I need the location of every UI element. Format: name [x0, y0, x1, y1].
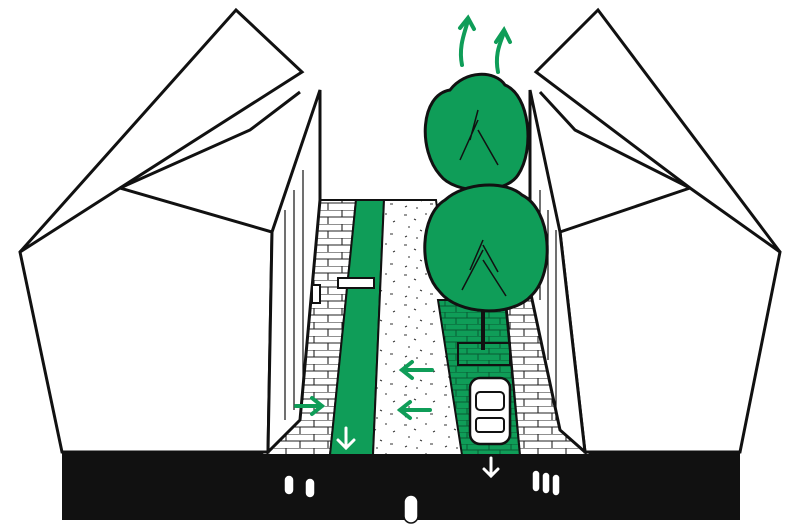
pipe-center	[404, 495, 418, 523]
arrow-up-icon	[460, 18, 474, 65]
left-house	[20, 10, 320, 452]
ground-section	[62, 450, 740, 520]
arrow-up-icon	[496, 30, 510, 72]
drain-block	[338, 278, 374, 288]
street-bollard	[312, 285, 320, 303]
pipe-right	[532, 470, 560, 496]
parked-car	[470, 378, 510, 444]
back-tree	[425, 74, 528, 200]
right-house	[530, 10, 780, 452]
